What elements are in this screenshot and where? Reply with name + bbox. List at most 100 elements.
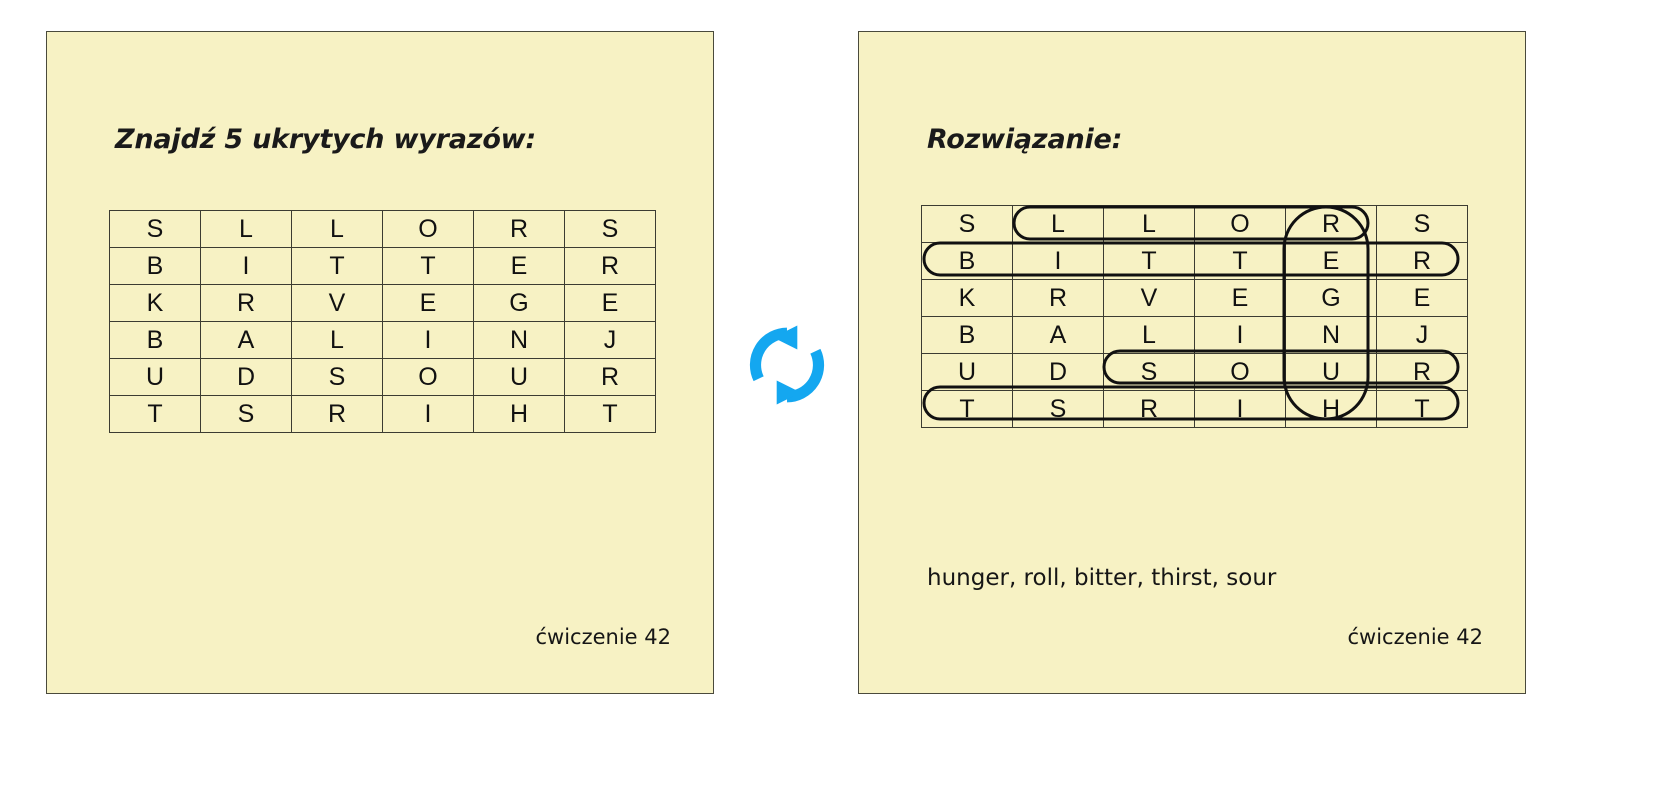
grid-letter: B — [146, 326, 164, 354]
grid-cell-right-r1c4[interactable]: E — [1285, 242, 1377, 280]
grid-cell-left-r1c0[interactable]: B — [109, 247, 201, 285]
grid-cell-right-r0c0[interactable]: S — [921, 205, 1013, 243]
grid-letter: U — [509, 363, 529, 391]
grid-letter: A — [237, 326, 255, 354]
grid-cell-left-r3c3[interactable]: I — [382, 321, 474, 359]
grid-cell-left-r1c4[interactable]: E — [473, 247, 565, 285]
grid-letter: R — [1412, 247, 1432, 275]
grid-letter: R — [600, 252, 620, 280]
grid-cell-left-r5c2[interactable]: R — [291, 395, 383, 433]
grid-cell-right-r3c0[interactable]: B — [921, 316, 1013, 354]
grid-cell-left-r2c1[interactable]: R — [200, 284, 292, 322]
grid-letter: G — [509, 289, 529, 317]
grid-cell-right-r1c5[interactable]: R — [1376, 242, 1468, 280]
grid-cell-right-r3c1[interactable]: A — [1012, 316, 1104, 354]
grid-cell-left-r4c4[interactable]: U — [473, 358, 565, 396]
grid-letter: L — [1142, 210, 1156, 238]
left-card-footer-note: ćwiczenie 42 — [535, 625, 671, 649]
grid-cell-left-r0c2[interactable]: L — [291, 210, 383, 248]
grid-cell-right-r4c4[interactable]: U — [1285, 353, 1377, 391]
grid-cell-right-r5c5[interactable]: T — [1376, 390, 1468, 428]
grid-cell-right-r2c2[interactable]: V — [1103, 279, 1195, 317]
grid-cell-left-r3c4[interactable]: N — [473, 321, 565, 359]
grid-letter: O — [418, 363, 438, 391]
grid-cell-right-r0c3[interactable]: O — [1194, 205, 1286, 243]
grid-cell-left-r4c2[interactable]: S — [291, 358, 383, 396]
grid-cell-left-r2c5[interactable]: E — [564, 284, 656, 322]
right-card-footer-note: ćwiczenie 42 — [1347, 625, 1483, 649]
grid-cell-left-r3c5[interactable]: J — [564, 321, 656, 359]
grid-cell-left-r5c1[interactable]: S — [200, 395, 292, 433]
grid-letter: S — [958, 210, 976, 238]
grid-cell-left-r4c3[interactable]: O — [382, 358, 474, 396]
grid-cell-right-r5c4[interactable]: H — [1285, 390, 1377, 428]
grid-cell-left-r2c2[interactable]: V — [291, 284, 383, 322]
grid-cell-right-r0c1[interactable]: L — [1012, 205, 1104, 243]
grid-cell-right-r2c3[interactable]: E — [1194, 279, 1286, 317]
grid-cell-right-r4c5[interactable]: R — [1376, 353, 1468, 391]
grid-letter: E — [1413, 284, 1431, 312]
grid-cell-right-r4c0[interactable]: U — [921, 353, 1013, 391]
grid-cell-left-r1c2[interactable]: T — [291, 247, 383, 285]
grid-cell-right-r3c4[interactable]: N — [1285, 316, 1377, 354]
grid-letter: S — [1140, 358, 1158, 386]
grid-cell-left-r3c2[interactable]: L — [291, 321, 383, 359]
grid-cell-left-r5c5[interactable]: T — [564, 395, 656, 433]
grid-cell-left-r1c3[interactable]: T — [382, 247, 474, 285]
grid-cell-left-r5c3[interactable]: I — [382, 395, 474, 433]
grid-cell-right-r1c0[interactable]: B — [921, 242, 1013, 280]
grid-letter: V — [1140, 284, 1158, 312]
grid-cell-left-r1c1[interactable]: I — [200, 247, 292, 285]
left-card-title: Znajdź 5 ukrytych wyrazów: — [115, 124, 537, 155]
grid-cell-left-r1c5[interactable]: R — [564, 247, 656, 285]
grid-cell-left-r4c0[interactable]: U — [109, 358, 201, 396]
grid-letter: T — [1141, 247, 1157, 275]
grid-cell-right-r2c1[interactable]: R — [1012, 279, 1104, 317]
grid-cell-right-r4c1[interactable]: D — [1012, 353, 1104, 391]
grid-cell-right-r3c3[interactable]: I — [1194, 316, 1286, 354]
grid-cell-right-r3c5[interactable]: J — [1376, 316, 1468, 354]
grid-cell-right-r1c1[interactable]: I — [1012, 242, 1104, 280]
grid-cell-right-r2c0[interactable]: K — [921, 279, 1013, 317]
grid-cell-right-r2c5[interactable]: E — [1376, 279, 1468, 317]
grid-cell-left-r4c1[interactable]: D — [200, 358, 292, 396]
grid-cell-right-r4c3[interactable]: O — [1194, 353, 1286, 391]
grid-cell-right-r5c3[interactable]: I — [1194, 390, 1286, 428]
grid-cell-right-r0c4[interactable]: R — [1285, 205, 1377, 243]
grid-letter: D — [236, 363, 256, 391]
grid-cell-right-r5c0[interactable]: T — [921, 390, 1013, 428]
grid-cell-right-r1c3[interactable]: T — [1194, 242, 1286, 280]
sync-refresh-icon[interactable] — [744, 322, 830, 408]
grid-cell-right-r5c2[interactable]: R — [1103, 390, 1195, 428]
grid-cell-left-r0c4[interactable]: R — [473, 210, 565, 248]
grid-cell-left-r2c3[interactable]: E — [382, 284, 474, 322]
grid-cell-left-r2c0[interactable]: K — [109, 284, 201, 322]
grid-cell-left-r5c0[interactable]: T — [109, 395, 201, 433]
grid-cell-left-r5c4[interactable]: H — [473, 395, 565, 433]
grid-cell-left-r0c1[interactable]: L — [200, 210, 292, 248]
grid-cell-left-r0c5[interactable]: S — [564, 210, 656, 248]
grid-cell-right-r1c2[interactable]: T — [1103, 242, 1195, 280]
grid-letter: R — [509, 215, 529, 243]
grid-cell-right-r0c5[interactable]: S — [1376, 205, 1468, 243]
grid-letter: L — [330, 326, 344, 354]
grid-cell-right-r2c4[interactable]: G — [1285, 279, 1377, 317]
grid-cell-left-r0c3[interactable]: O — [382, 210, 474, 248]
grid-cell-left-r3c1[interactable]: A — [200, 321, 292, 359]
grid-letter: R — [1412, 358, 1432, 386]
grid-cell-left-r4c5[interactable]: R — [564, 358, 656, 396]
grid-letter: S — [1413, 210, 1431, 238]
grid-cell-right-r4c2[interactable]: S — [1103, 353, 1195, 391]
grid-cell-left-r2c4[interactable]: G — [473, 284, 565, 322]
grid-letter: R — [1321, 210, 1341, 238]
grid-cell-right-r5c1[interactable]: S — [1012, 390, 1104, 428]
grid-cell-left-r3c0[interactable]: B — [109, 321, 201, 359]
grid-cell-right-r3c2[interactable]: L — [1103, 316, 1195, 354]
grid-cell-right-r0c2[interactable]: L — [1103, 205, 1195, 243]
grid-cell-left-r0c0[interactable]: S — [109, 210, 201, 248]
